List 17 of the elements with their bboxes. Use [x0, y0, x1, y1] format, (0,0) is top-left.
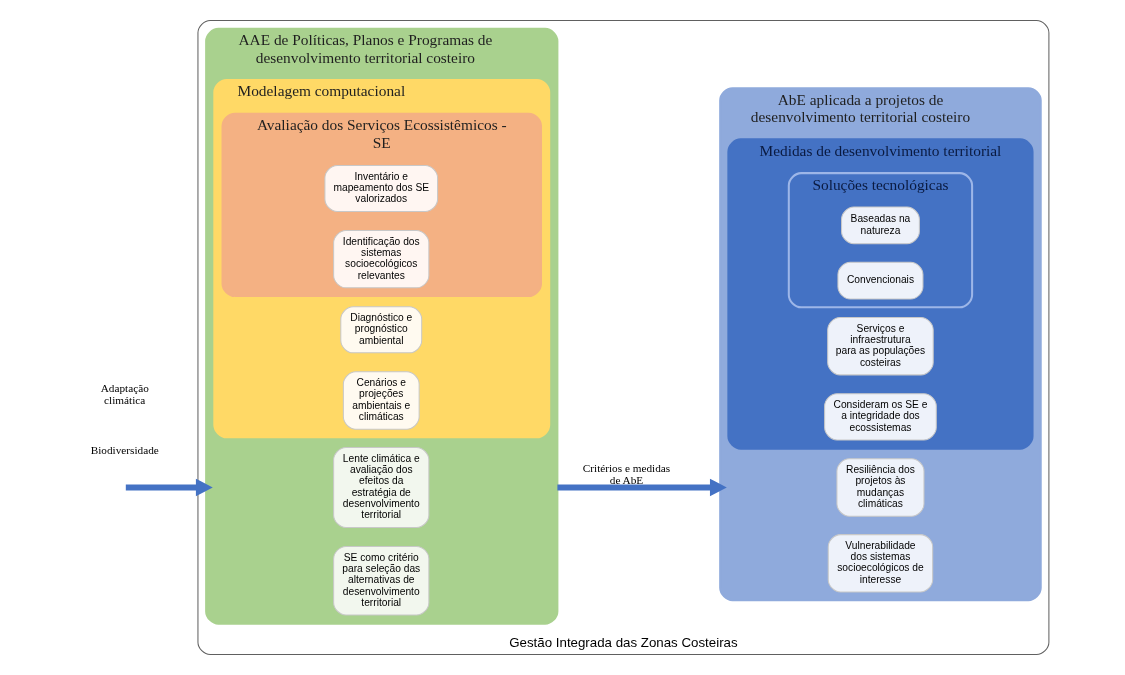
arrow — [125, 478, 213, 497]
node-box: Convencionais — [837, 261, 924, 300]
node-box: Baseadas na natureza — [841, 206, 920, 245]
node-box: Cenários e projeções ambientais e climáticas — [342, 371, 420, 430]
node-box: Inventário e mapeamento dos SE valorizados — [324, 164, 439, 213]
node-box: Lente climática e avaliação dos efeitos da estratégia de desenvolvimento territorial — [333, 447, 430, 528]
label: Adaptação climática — [100, 382, 149, 407]
node-box: Serviços e infraestrutura para as populações costeiras — [827, 317, 934, 376]
arrow — [557, 478, 727, 497]
node-box: SE como critério para seleção das alternativas de desenvolvimento territorial — [333, 545, 430, 616]
label: Biodiversidade — [90, 443, 159, 456]
node-box: Identificação dos sistemas socioecológicos relevantes — [333, 230, 430, 289]
edge-label: Critérios e medidas de AbE — [582, 461, 671, 487]
node-box: Diagnóstico e prognóstico ambiental — [340, 306, 423, 354]
node-box: Consideram os SE e a integridade dos ecossistemas — [824, 393, 937, 441]
node-box: Vulnerabilidade dos sistemas socioecológicos de interesse — [827, 534, 934, 593]
node-box: Resiliência dos projetos às mudanças climáticas — [836, 458, 925, 517]
